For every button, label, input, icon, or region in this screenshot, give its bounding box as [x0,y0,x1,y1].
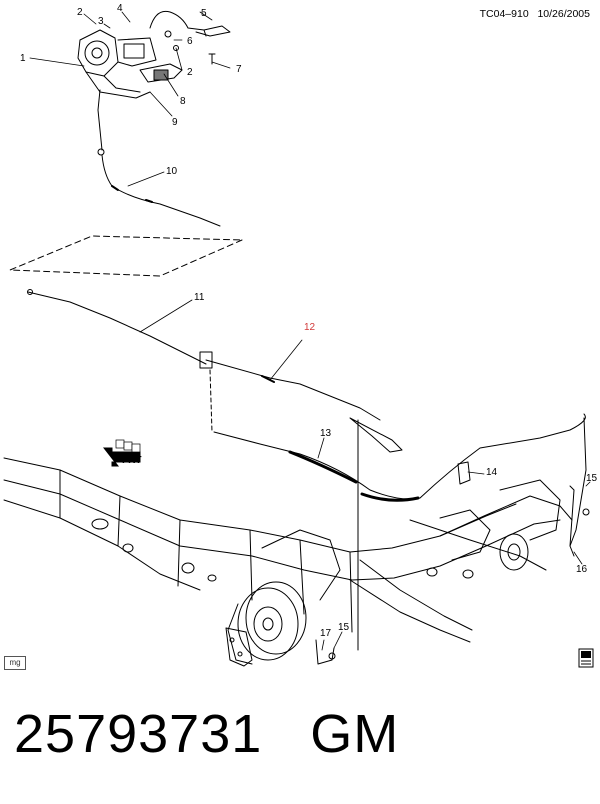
callout-10: 10 [166,166,178,177]
callout-6: 6 [187,36,193,47]
callout-14: 14 [486,467,498,478]
mounting-bracket [315,639,335,665]
brake-rotor [227,581,307,665]
callout-17: 17 [320,628,332,639]
corner-tag: mg [4,656,26,670]
brand-name: GM [310,704,400,764]
cable-equalizer [199,351,381,421]
callout-5: 5 [201,8,207,19]
diagram-date: 10/26/2005 [537,8,590,20]
rear-cable-right [213,413,586,500]
rear-hub-right [499,533,529,571]
callout-15b: 15 [338,622,350,633]
brake-caliper [225,627,253,667]
pedal-assembly [77,10,231,156]
callout-4: 4 [117,3,123,14]
vehicle-frame [3,457,573,643]
callout-2a: 2 [77,7,83,18]
callout-2b: 2 [187,67,193,78]
callout-1: 1 [20,53,26,64]
intermediate-cable [27,291,207,365]
part-number: 25793731 [14,704,263,764]
callout-7: 7 [236,64,242,75]
callout-15a: 15 [586,473,598,484]
cable-clip [457,461,471,485]
cable-bracket [569,417,587,557]
callout-9: 9 [172,117,178,128]
front-cable [101,154,221,227]
cable-section-frame [9,235,243,277]
diagram-header: TC04–910 10/26/2005 [480,8,590,20]
diagram-code: TC04–910 [479,8,529,20]
callout-11: 11 [194,292,205,303]
callout-numbers: 1 2 3 4 5 6 2 7 8 9 10 11 12 13 14 15 16… [20,3,598,639]
service-manual-icon [578,648,594,668]
callout-leaders [29,11,591,651]
front-direction-arrow: FRT [102,439,141,467]
callout-8: 8 [180,96,186,107]
callout-3: 3 [98,16,104,27]
callout-13: 13 [320,428,332,439]
part-footer: 25793731 GM [14,703,399,765]
front-arrow-label: FRT [122,455,141,466]
callout-12: 12 [304,322,316,333]
callout-16: 16 [576,564,588,575]
